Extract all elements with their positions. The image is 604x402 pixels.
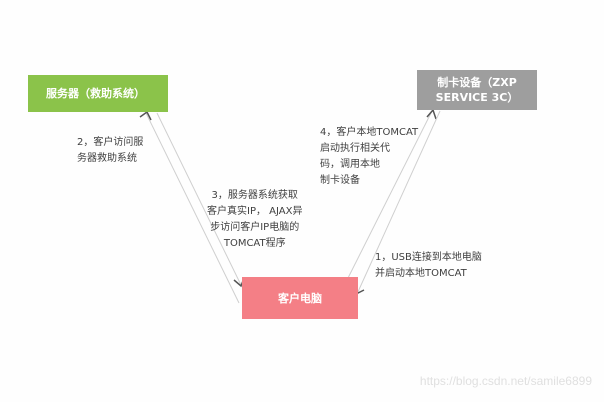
watermark-text: https://blog.csdn.net/samile6899 [419, 374, 592, 388]
arrowhead-card [426, 108, 437, 120]
connector-client-to-server [145, 112, 240, 304]
step2-line: 2，客户访问服 [77, 137, 144, 148]
server-node: 服务器（救助系统） [28, 75, 168, 112]
step3-line: TOMCAT程序 [223, 238, 286, 249]
step3-line: 客户真实IP， AJAX异 [207, 206, 303, 217]
step4-line: 码，调用本地 [320, 159, 380, 170]
step1-note: 1，USB连接到本地电脑 并启动本地TOMCAT [375, 250, 482, 282]
step2-line: 务器救助系统 [77, 153, 137, 164]
step4-note: 4，客户本地TOMCAT 启动执行相关代 码，调用本地 制卡设备 [320, 125, 418, 189]
step3-line: 步访问客户IP电脑的 [210, 222, 300, 233]
step4-line: 制卡设备 [320, 175, 360, 186]
connector-server-to-client [156, 112, 242, 286]
card-device-label: 制卡设备（ZXP SERVICE 3C） [435, 76, 519, 104]
client-node: 客户电脑 [242, 277, 358, 319]
step4-line: 启动执行相关代 [320, 143, 390, 154]
arrowhead-server [139, 110, 152, 121]
card-device-node: 制卡设备（ZXP SERVICE 3C） [417, 70, 537, 110]
step1-line: 并启动本地TOMCAT [375, 268, 467, 279]
step1-line: 1，USB连接到本地电脑 [375, 252, 482, 263]
step4-line: 4，客户本地TOMCAT [320, 127, 419, 138]
connector-card-to-client [356, 110, 441, 295]
server-label: 服务器（救助系统） [46, 87, 145, 100]
step3-line: 3，服务器系统获取 [211, 190, 298, 201]
client-label: 客户电脑 [278, 291, 322, 305]
step2-note: 2，客户访问服 务器救助系统 [77, 135, 143, 167]
connector-client-to-card [346, 110, 433, 281]
step3-note: 3，服务器系统获取 客户真实IP， AJAX异 步访问客户IP电脑的 TOMCA… [207, 188, 302, 252]
